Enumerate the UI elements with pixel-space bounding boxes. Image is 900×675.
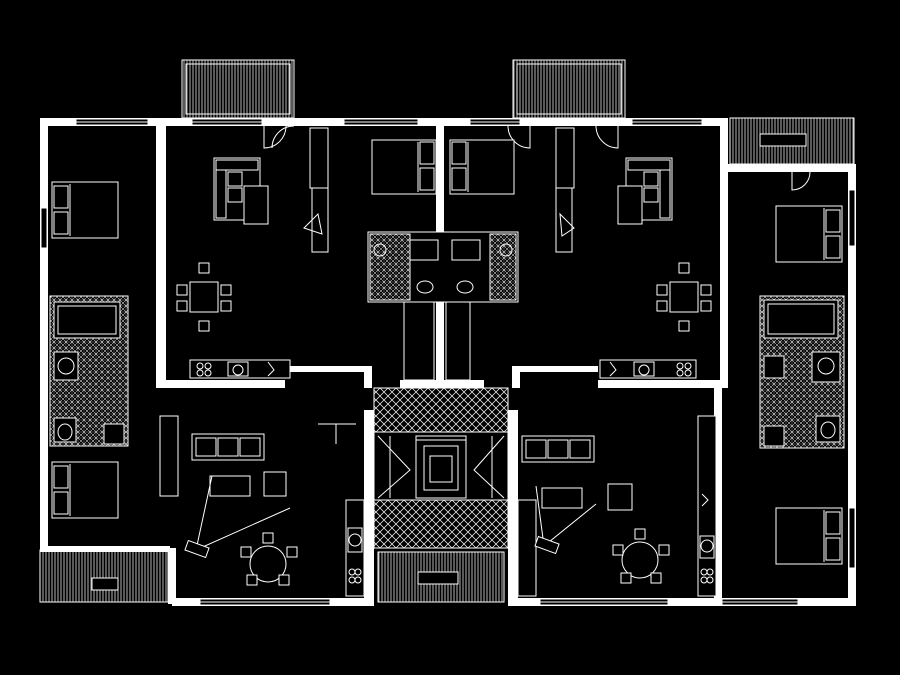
- round-table-icon: [240, 532, 298, 586]
- kitchen-row: [599, 359, 697, 379]
- balcony-top-right: [512, 59, 626, 119]
- dining-table-icon: [656, 262, 712, 332]
- round-table-icon: [612, 528, 670, 584]
- left-wing: [49, 181, 129, 519]
- door-swings: [263, 125, 811, 444]
- kitchen-counter: [555, 127, 575, 253]
- bed-icon: [51, 461, 119, 519]
- bathroom-tiles: [49, 295, 129, 447]
- right-wing: [759, 205, 845, 565]
- balcony-bottom-left: [39, 549, 169, 603]
- bed-icon: [775, 205, 843, 263]
- elevator-icon: [415, 435, 467, 499]
- staircase: [373, 387, 509, 549]
- tv-icon: [184, 475, 291, 559]
- center-left-apartment: [176, 127, 519, 379]
- sofa-icon: [617, 157, 673, 225]
- center-right-apartment: [449, 127, 712, 379]
- kitchen-column: [697, 415, 717, 597]
- kitchen-row: [189, 359, 291, 379]
- bathroom-tiles: [759, 295, 845, 449]
- sofa-icon: [191, 433, 265, 461]
- bathroom-block: [367, 231, 519, 303]
- balcony-bottom-center: [377, 551, 505, 603]
- balcony-top-left: [181, 59, 295, 119]
- balcony-right-top: [729, 117, 855, 165]
- lower-left-living: [159, 415, 365, 597]
- sofa-icon: [213, 157, 269, 225]
- kitchen-counter: [303, 127, 329, 253]
- dining-table-icon: [176, 262, 232, 332]
- lower-right-living: [517, 415, 717, 597]
- bed-icon: [775, 507, 843, 565]
- bed-icon: [51, 181, 119, 239]
- bed-icon: [449, 139, 515, 195]
- windows: [40, 118, 856, 606]
- bed-icon: [371, 139, 437, 195]
- kitchen-column: [345, 499, 365, 597]
- sofa-icon: [521, 435, 595, 463]
- tv-icon: [534, 485, 597, 555]
